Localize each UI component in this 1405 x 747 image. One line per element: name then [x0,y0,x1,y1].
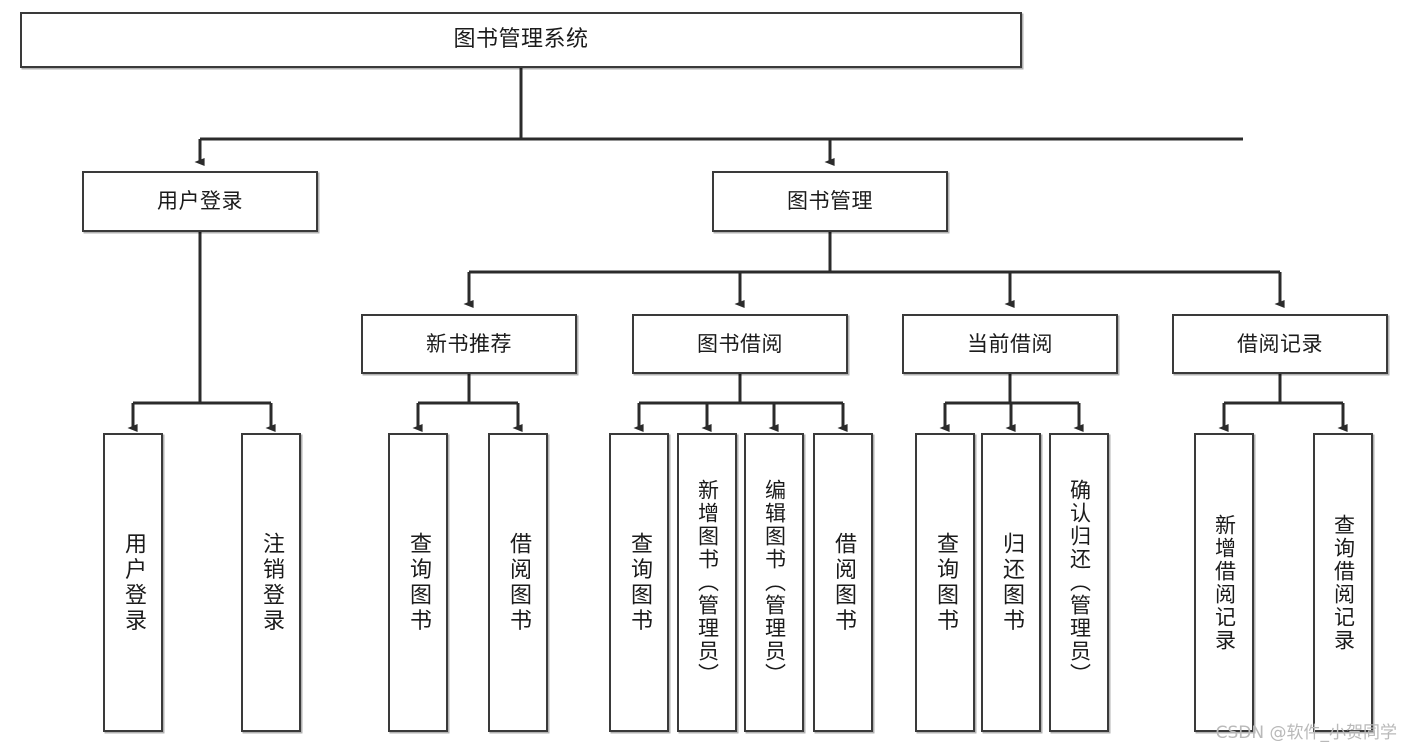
node-label: 图书管理 [787,189,873,214]
node-book-management[interactable]: 图书管理 [712,171,948,232]
node-label: 编辑图书（管理员） [762,479,787,686]
node-label: 新书推荐 [426,331,512,356]
node-label: 用户登录 [121,531,146,634]
node-label: 借阅图书 [506,531,531,634]
node-root-book-management-system[interactable]: 图书管理系统 [20,12,1022,68]
leaf-borrow-record-query-record[interactable]: 查询借阅记录 [1313,433,1373,732]
leaf-borrow-record-add-record[interactable]: 新增借阅记录 [1194,433,1254,732]
node-user-login[interactable]: 用户登录 [82,171,318,232]
leaf-book-borrow-borrow-book[interactable]: 借阅图书 [813,433,873,732]
node-label: 查询借阅记录 [1331,513,1356,652]
csdn-watermark: CSDN @软件_小贺同学 [1215,723,1397,743]
node-borrow-record[interactable]: 借阅记录 [1172,314,1388,374]
leaf-current-borrow-query-book[interactable]: 查询图书 [915,433,975,732]
node-label: 图书借阅 [697,331,783,356]
leaf-current-borrow-confirm-return-admin[interactable]: 确认归还（管理员） [1049,433,1109,732]
node-label: 当前借阅 [967,331,1053,356]
node-label: 查询图书 [627,531,652,634]
leaf-new-book-borrow-book[interactable]: 借阅图书 [488,433,548,732]
node-label: 确认归还（管理员） [1067,479,1092,686]
leaf-user-login-login[interactable]: 用户登录 [103,433,163,732]
leaf-user-login-logout[interactable]: 注销登录 [241,433,301,732]
node-current-borrow[interactable]: 当前借阅 [902,314,1118,374]
leaf-book-borrow-edit-book-admin[interactable]: 编辑图书（管理员） [744,433,804,732]
node-label: 新增借阅记录 [1212,513,1237,652]
node-label: 新增图书（管理员） [695,479,720,686]
leaf-current-borrow-return-book[interactable]: 归还图书 [981,433,1041,732]
node-label: 注销登录 [259,531,284,634]
node-label: 用户登录 [157,189,243,214]
node-label: 借阅记录 [1237,331,1323,356]
node-book-borrow[interactable]: 图书借阅 [632,314,848,374]
node-label: 查询图书 [406,531,431,634]
node-label: 借阅图书 [831,531,856,634]
node-label: 查询图书 [933,531,958,634]
leaf-new-book-query-book[interactable]: 查询图书 [388,433,448,732]
leaf-book-borrow-query-book[interactable]: 查询图书 [609,433,669,732]
node-new-book-recommend[interactable]: 新书推荐 [361,314,577,374]
node-label: 归还图书 [999,531,1024,634]
leaf-book-borrow-add-book-admin[interactable]: 新增图书（管理员） [677,433,737,732]
node-label: 图书管理系统 [453,27,589,53]
